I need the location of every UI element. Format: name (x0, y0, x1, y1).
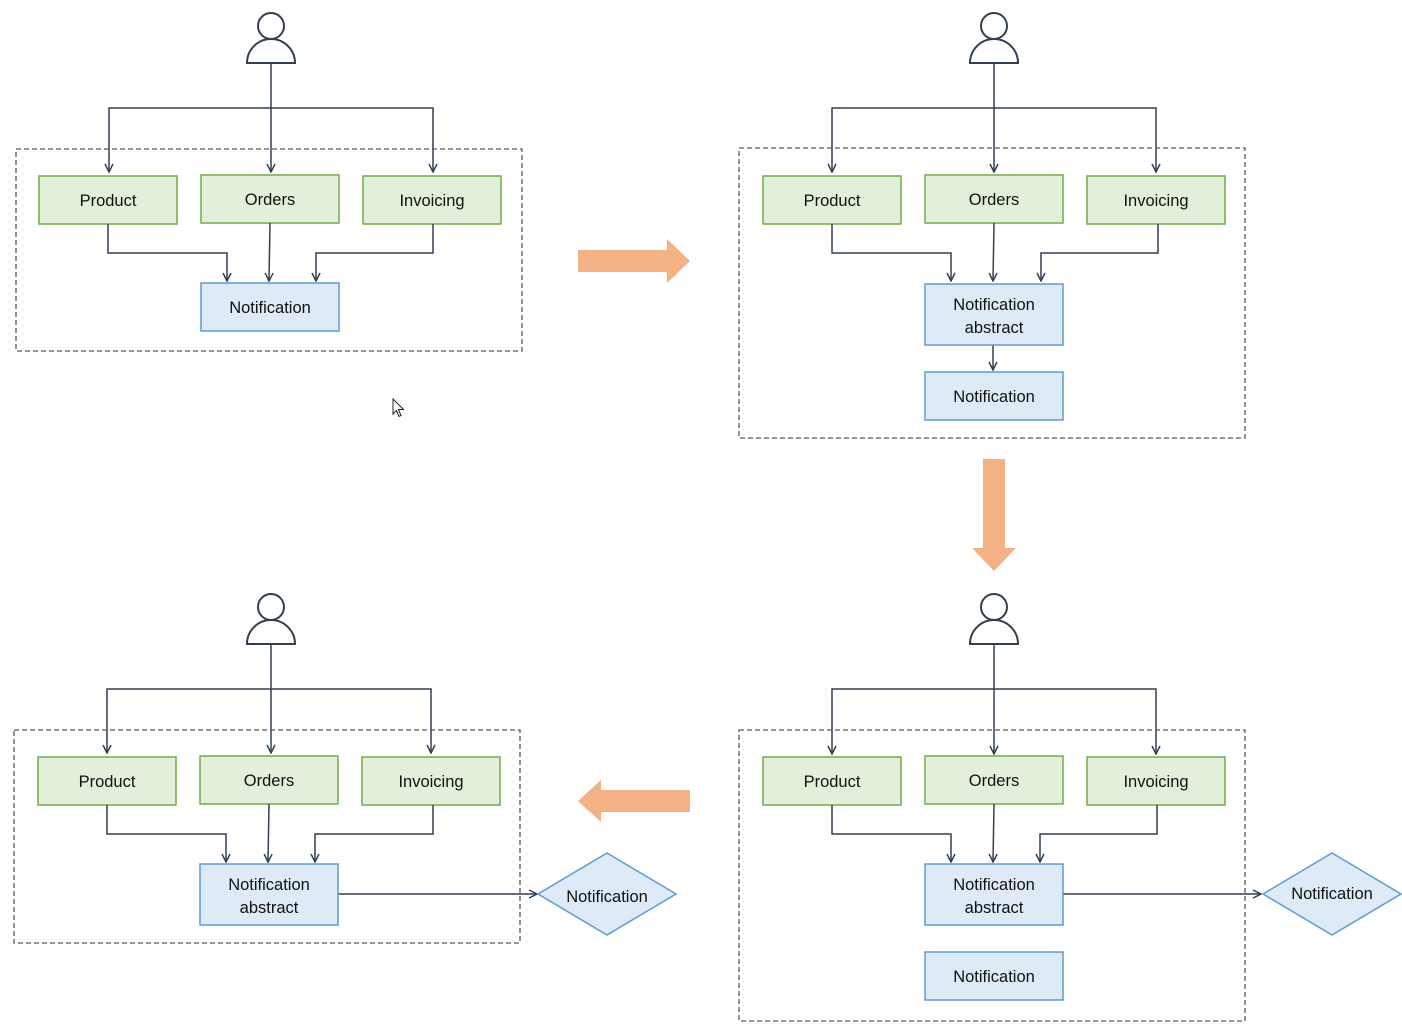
invoicing-service: Invoicing (361, 756, 501, 806)
notification-module: Notification (924, 371, 1064, 421)
svg-text:Invoicing: Invoicing (1123, 773, 1188, 791)
transition-arrow-right (578, 239, 690, 283)
svg-text:Invoicing: Invoicing (399, 192, 464, 210)
system-boundary (13, 729, 521, 944)
notification-module: Notification (200, 282, 340, 332)
panel-abstracted: Product Orders Invoicing Notification ab… (738, 12, 1246, 439)
svg-text:Invoicing: Invoicing (1123, 192, 1188, 210)
svg-text:Orders: Orders (244, 772, 294, 790)
orders-service: Orders (200, 174, 340, 224)
notification-abstract-module: Notification abstract (924, 863, 1064, 926)
notification-abstract-module: Notification abstract (199, 863, 339, 926)
svg-text:Invoicing: Invoicing (398, 773, 463, 791)
mouse-cursor-icon (392, 397, 405, 418)
external-notification-provider: Notification (536, 852, 678, 936)
system-boundary (15, 148, 523, 352)
transition-arrow-left (578, 780, 690, 822)
svg-text:Product: Product (80, 192, 137, 210)
svg-text:Notification: Notification (229, 299, 311, 317)
svg-text:Notification: Notification (953, 388, 1035, 406)
system-boundary (738, 729, 1246, 1022)
system-boundary (738, 147, 1246, 439)
svg-text:Orders: Orders (969, 772, 1019, 790)
svg-text:abstract: abstract (240, 899, 299, 917)
svg-text:Orders: Orders (969, 191, 1019, 209)
transition-arrow-down (972, 459, 1016, 571)
notification-module: Notification (924, 951, 1064, 1001)
product-service: Product (38, 175, 178, 225)
svg-text:Notification: Notification (228, 876, 310, 894)
user-icon (245, 12, 297, 64)
svg-text:Notification: Notification (953, 876, 1035, 894)
orders-service: Orders (924, 755, 1064, 805)
notification-abstract-module: Notification abstract (924, 283, 1064, 346)
user-icon (968, 593, 1020, 645)
svg-text:abstract: abstract (965, 319, 1024, 337)
svg-text:Orders: Orders (245, 191, 295, 209)
product-service: Product (37, 756, 177, 806)
product-service: Product (762, 756, 902, 806)
svg-text:Notification: Notification (953, 296, 1035, 314)
svg-text:Product: Product (804, 192, 861, 210)
user-icon (968, 12, 1020, 64)
svg-text:Notification: Notification (953, 968, 1035, 986)
external-notification-provider: Notification (1261, 852, 1402, 936)
invoicing-service: Invoicing (1086, 175, 1226, 225)
product-service: Product (762, 175, 902, 225)
panel-initial: Product Orders Invoicing Notification (15, 12, 523, 352)
svg-text:Product: Product (804, 773, 861, 791)
orders-service: Orders (924, 174, 1064, 224)
panel-external-provider: Product Orders Invoicing Notification ab… (738, 593, 1402, 1022)
user-icon (245, 593, 297, 645)
svg-text:abstract: abstract (965, 899, 1024, 917)
panel-final: Product Orders Invoicing Notification ab… (13, 593, 678, 944)
orders-service: Orders (199, 755, 339, 805)
invoicing-service: Invoicing (362, 175, 502, 225)
svg-text:Notification: Notification (1291, 885, 1373, 903)
svg-text:Notification: Notification (566, 888, 648, 906)
svg-text:Product: Product (79, 773, 136, 791)
invoicing-service: Invoicing (1086, 756, 1226, 806)
